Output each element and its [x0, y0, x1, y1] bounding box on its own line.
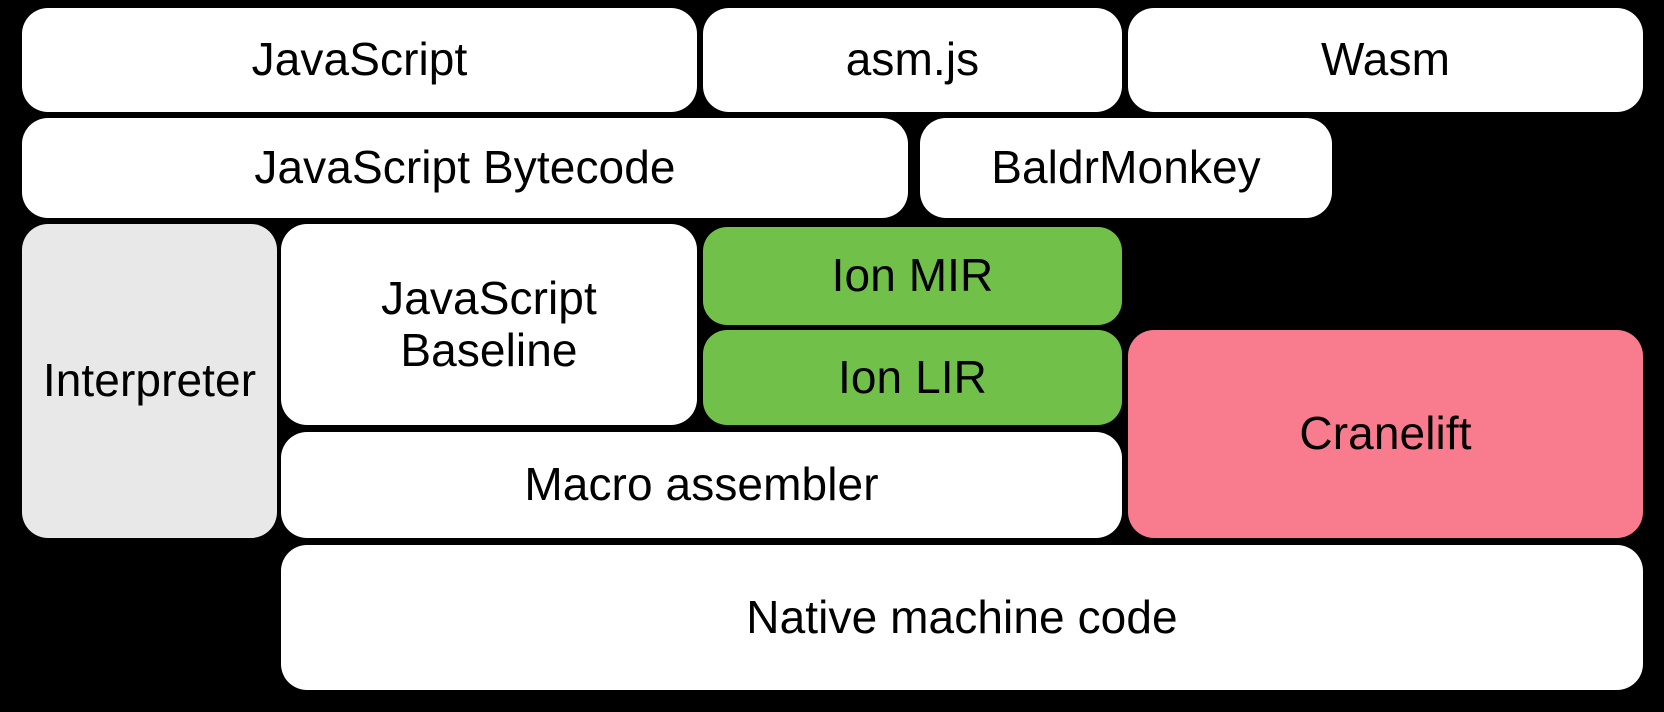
- node-cranelift: Cranelift: [1128, 330, 1643, 538]
- node-native-machine-code: Native machine code: [281, 545, 1643, 690]
- node-baldrmonkey: BaldrMonkey: [920, 118, 1332, 218]
- node-macro-assembler: Macro assembler: [281, 432, 1122, 538]
- node-javascript-bytecode: JavaScript Bytecode: [22, 118, 908, 218]
- node-javascript-baseline: JavaScript Baseline: [281, 224, 697, 425]
- node-javascript: JavaScript: [22, 8, 697, 112]
- node-ion-lir: Ion LIR: [703, 330, 1122, 425]
- node-ion-mir: Ion MIR: [703, 227, 1122, 325]
- node-asm-js: asm.js: [703, 8, 1122, 112]
- node-interpreter: Interpreter: [22, 224, 277, 538]
- node-wasm: Wasm: [1128, 8, 1643, 112]
